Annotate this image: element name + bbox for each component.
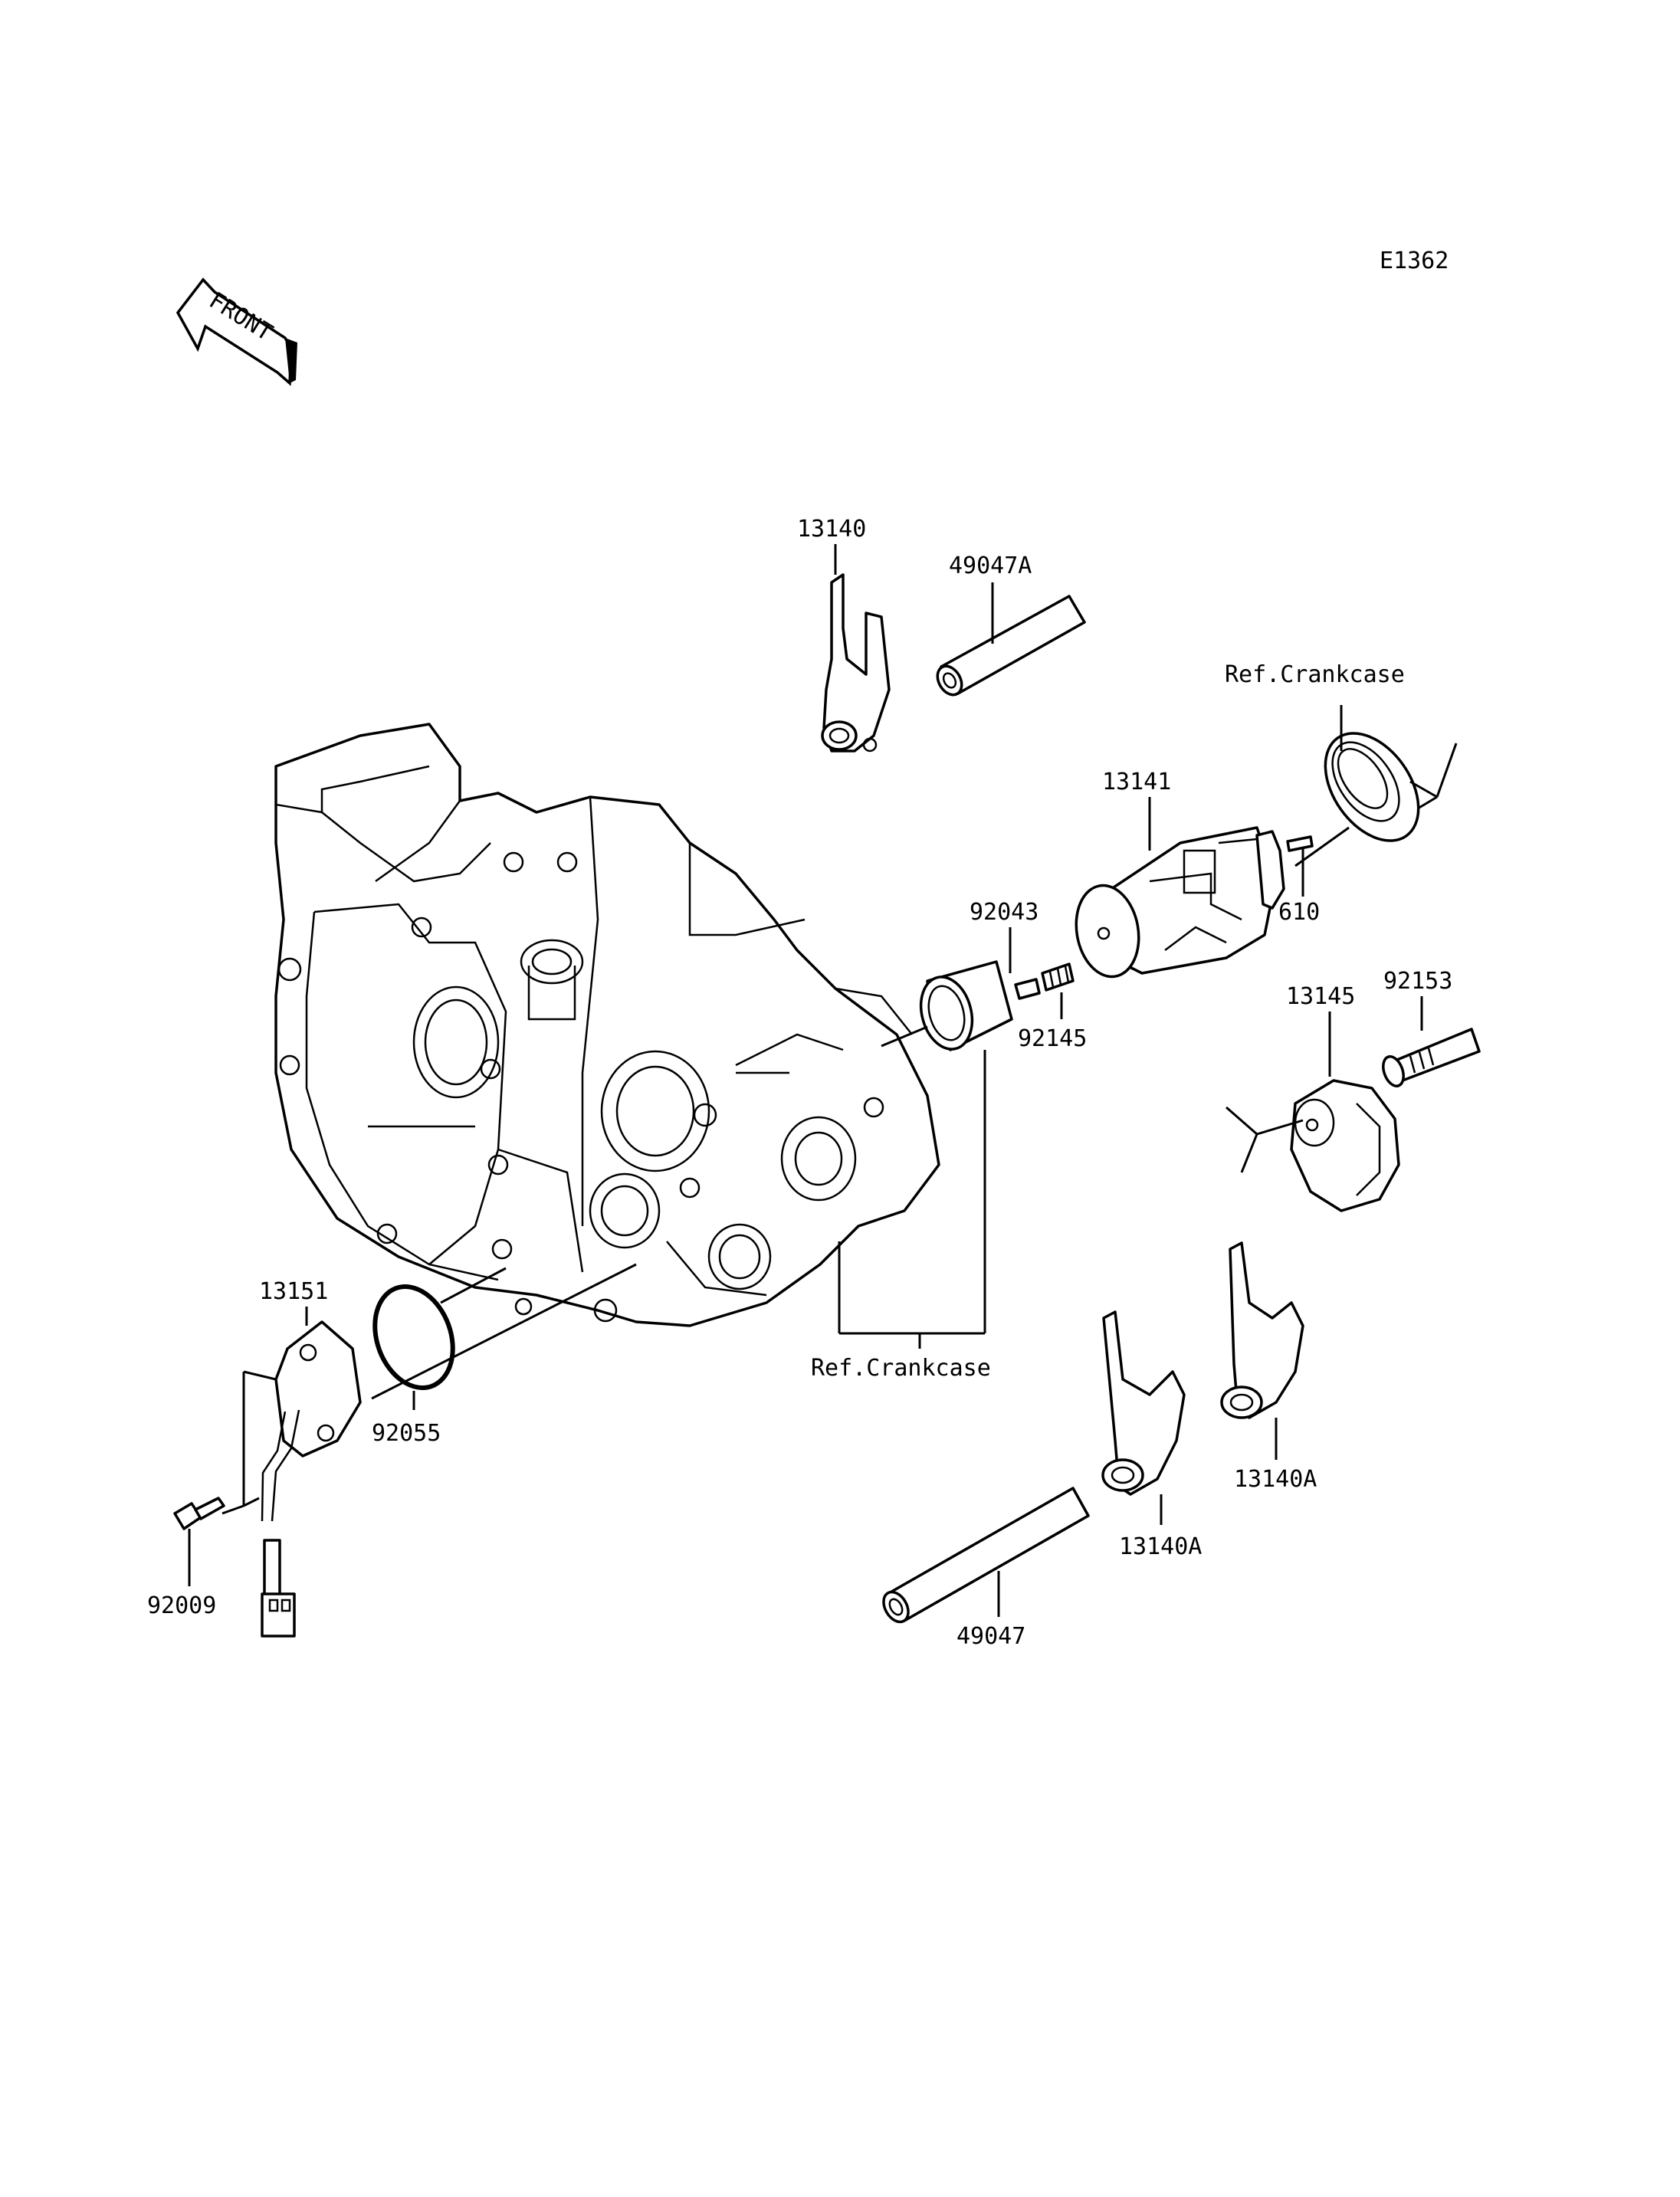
label-13151: 13151	[259, 1278, 328, 1305]
bolt-92153	[1382, 1028, 1481, 1087]
label-92145: 92145	[1018, 1025, 1087, 1052]
label-13141: 13141	[1102, 769, 1171, 795]
label-92043: 92043	[970, 899, 1039, 926]
label-92055: 92055	[372, 1420, 441, 1447]
shift-fork-13140	[821, 573, 891, 753]
label-92153: 92153	[1383, 968, 1452, 995]
label-13145: 13145	[1286, 983, 1355, 1010]
diagram-code: E1362	[1380, 248, 1449, 274]
leader-lines	[188, 544, 1458, 1617]
bolt-92009	[173, 1497, 225, 1530]
switch-13151	[261, 1320, 362, 1638]
shaft-49047A	[936, 595, 1086, 697]
crankcase-illustration	[274, 723, 940, 1327]
label-13140A-right: 13140A	[1234, 1466, 1317, 1493]
label-49047A: 49047A	[949, 553, 1032, 579]
label-13140A-left: 13140A	[1119, 1533, 1202, 1560]
label-92009: 92009	[147, 1592, 216, 1619]
spring-92145	[1041, 962, 1075, 992]
shift-fork-13140A-right	[1220, 1241, 1304, 1419]
o-ring-92055	[372, 1284, 455, 1390]
pin-92043	[1014, 978, 1041, 1000]
shift-fork-13140A-left	[1101, 1310, 1186, 1496]
front-arrow-icon: FRONT	[176, 277, 297, 386]
shaft-49047	[882, 1487, 1090, 1624]
label-610: 610	[1278, 899, 1320, 926]
needle-bearing	[919, 960, 1013, 1051]
label-ref-crankcase-bottom: Ref.Crankcase	[811, 1355, 991, 1382]
shift-drum-13141	[1075, 826, 1285, 979]
label-49047: 49047	[956, 1623, 1025, 1650]
label-13140: 13140	[797, 516, 866, 543]
cam-13145	[1290, 1079, 1400, 1212]
part-labels: 13140 49047A Ref.Crankcase 13141 92043 6…	[147, 516, 1452, 1650]
label-ref-crankcase-top: Ref.Crankcase	[1225, 661, 1405, 688]
pin-610	[1286, 835, 1314, 852]
bearing-top	[1324, 732, 1420, 842]
